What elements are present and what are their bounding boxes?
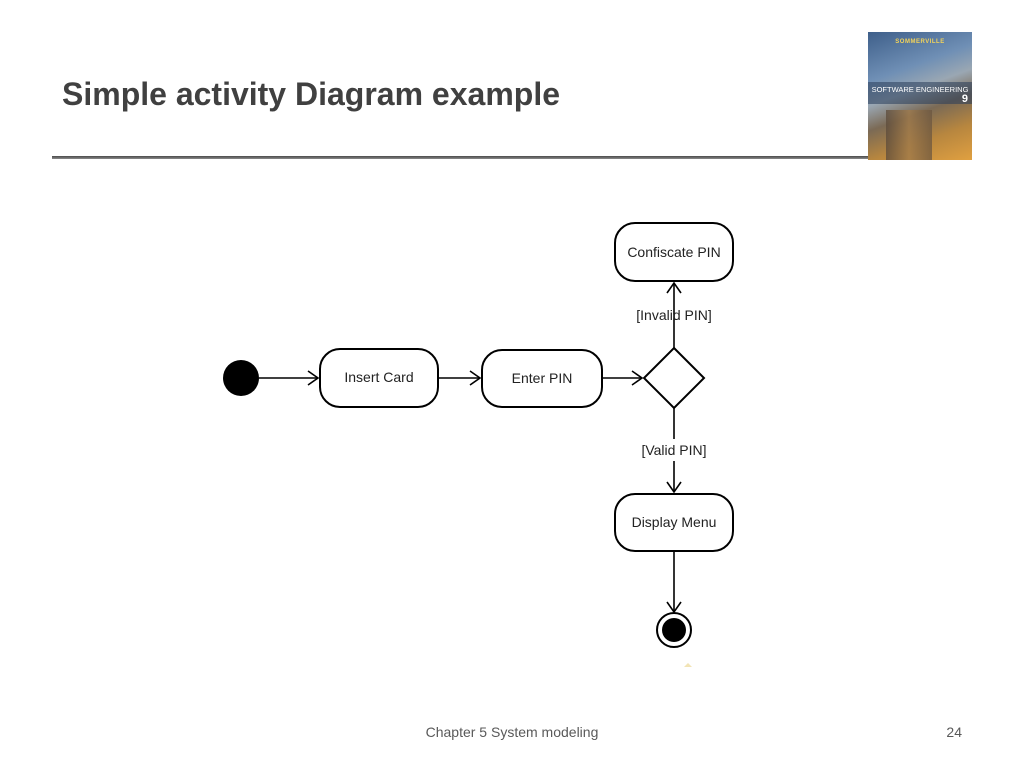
guard-valid-pin-background	[634, 439, 714, 461]
action-enter-pin: Enter PIN	[481, 349, 603, 408]
initial-node	[223, 360, 259, 396]
action-confiscate-pin: Confiscate PIN	[614, 222, 734, 282]
decision-node	[642, 346, 706, 410]
action-enter-pin-label: Enter PIN	[512, 370, 573, 386]
slide-title: Simple activity Diagram example	[62, 76, 560, 112]
final-node	[656, 612, 692, 648]
book-cover-title: SOFTWARE ENGINEERING	[871, 85, 969, 94]
guard-invalid-pin: [Invalid PIN]	[636, 307, 711, 323]
edge-insert-card-to-enter-pin	[438, 370, 482, 386]
action-insert-card: Insert Card	[319, 348, 439, 408]
page-number: 24	[946, 724, 962, 740]
title-divider	[52, 156, 870, 159]
decorative-mark	[684, 663, 692, 667]
action-display-menu-label: Display Menu	[632, 514, 717, 530]
guard-valid-pin: [Valid PIN]	[641, 442, 706, 458]
book-cover-author: SOMMERVILLE	[895, 39, 945, 45]
action-insert-card-label: Insert Card	[344, 369, 413, 385]
book-cover-image: SOMMERVILLE SOFTWARE ENGINEERING 9	[868, 32, 972, 160]
edge-initial-to-insert-card	[259, 370, 320, 386]
book-cover-building	[886, 110, 932, 160]
book-cover-band	[868, 82, 972, 104]
edge-display-menu-to-final	[666, 551, 682, 614]
book-cover-edition: 9	[961, 93, 968, 105]
edge-decision-to-confiscate-pin	[666, 281, 682, 348]
action-confiscate-pin-label: Confiscate PIN	[627, 244, 720, 260]
action-display-menu: Display Menu	[614, 493, 734, 552]
edge-enter-pin-to-decision	[602, 370, 644, 386]
slide-footer: Chapter 5 System modeling	[425, 724, 599, 740]
